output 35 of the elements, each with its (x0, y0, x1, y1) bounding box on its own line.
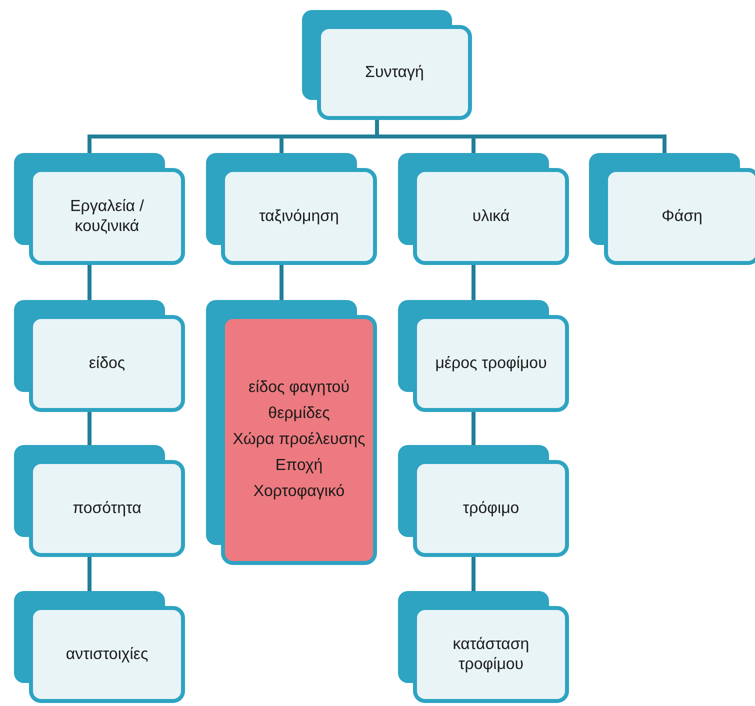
node-text: Εργαλεία / κουζινικά (69, 196, 145, 236)
node-text: Εποχή (275, 456, 323, 476)
topic-card (398, 591, 569, 703)
connector-line (472, 412, 476, 445)
node-text: υλικά (472, 206, 510, 226)
connector-line (88, 265, 92, 300)
topic-card (589, 153, 755, 265)
topic-card (14, 591, 185, 703)
topic-card (398, 153, 569, 265)
node-text: τρόφιμο (462, 498, 520, 518)
topic-card (14, 153, 185, 265)
topic-card (206, 153, 377, 265)
list-card (206, 300, 377, 565)
node-text: θερμίδες (268, 404, 330, 424)
node-text: αντιστοιχίες (66, 644, 148, 664)
node-text: Χώρα προέλευσης (232, 430, 366, 450)
connector-line (472, 265, 476, 300)
node-text: ταξινόμηση (259, 206, 339, 226)
node-text: μέρος τροφίμου (435, 354, 547, 374)
connector-line (88, 412, 92, 445)
node-text: κατάσταση τροφίμου (452, 634, 530, 674)
topic-card (398, 445, 569, 557)
node-text: είδος φαγητού (248, 378, 350, 398)
topic-card (398, 300, 569, 412)
node-text: είδος (88, 354, 126, 374)
connector-line (88, 557, 92, 591)
node-text: Χορτοφαγικό (253, 482, 345, 502)
node-text: Συνταγή (365, 62, 424, 82)
topic-card (14, 445, 185, 557)
node-text: ποσότητα (72, 498, 142, 518)
node-text: Φάση (662, 206, 702, 226)
connector-line (472, 557, 476, 591)
topic-card (14, 300, 185, 412)
topic-card (302, 10, 472, 120)
connector-line (280, 265, 284, 300)
